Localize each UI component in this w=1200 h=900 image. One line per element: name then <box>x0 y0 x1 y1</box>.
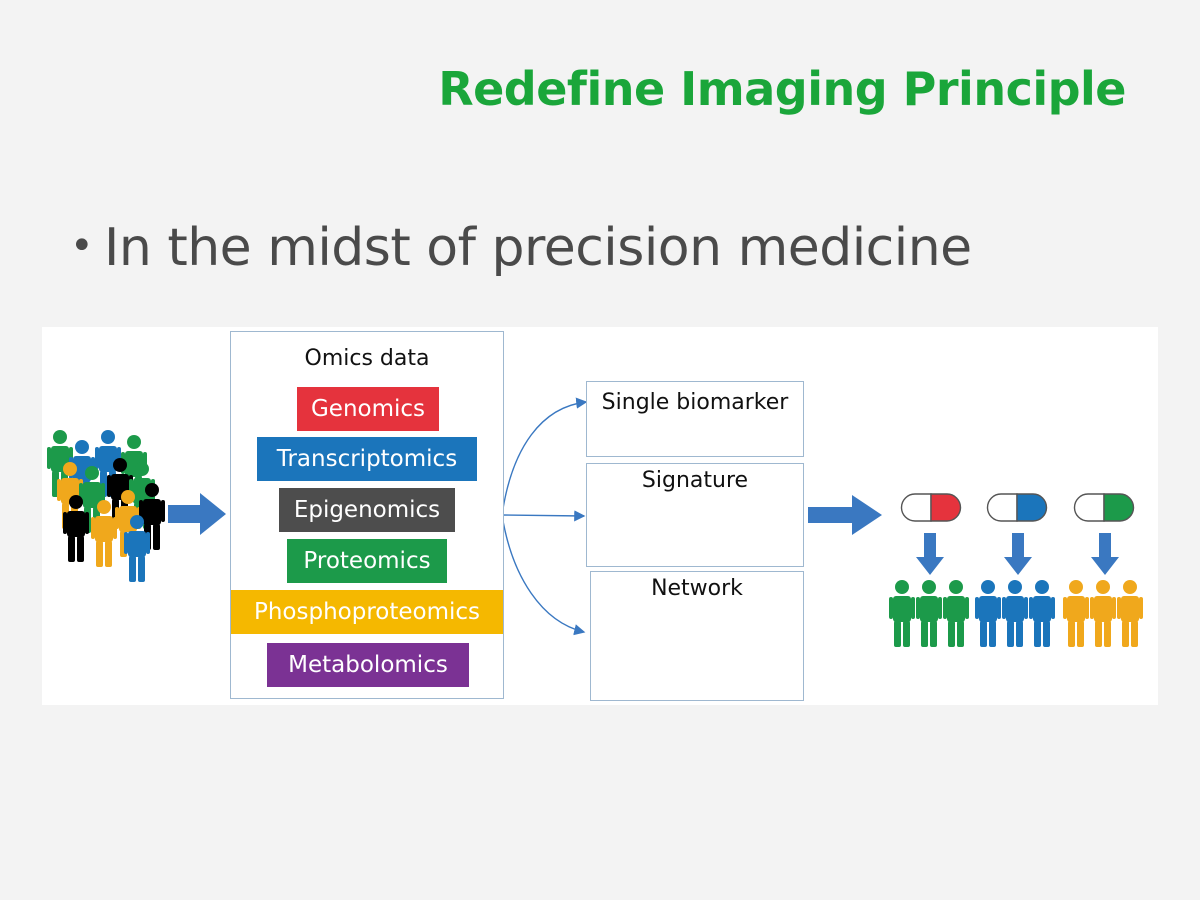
omics-data-box: Omics data Genomics Transcriptomics Epig… <box>230 331 504 699</box>
omics-genomics: Genomics <box>297 387 439 431</box>
bullet-text: In the midst of precision medicine <box>104 218 972 278</box>
arrow-down-orange-group-icon <box>1091 533 1119 575</box>
arrow-to-omics-icon <box>168 493 226 535</box>
capsule-blue-icon <box>986 493 1048 522</box>
precision-medicine-diagram: Omics data Genomics Transcriptomics Epig… <box>42 327 1158 705</box>
omics-transcriptomics: Transcriptomics <box>257 437 477 481</box>
patient-group-blue-icon <box>975 580 1055 647</box>
bullet-item: •In the midst of precision medicine <box>70 218 972 278</box>
signature-box: Signature <box>586 463 804 567</box>
network-box: Network <box>590 571 804 701</box>
capsule-red-icon <box>900 493 962 522</box>
omics-epigenomics: Epigenomics <box>279 488 455 532</box>
arrow-to-single-icon <box>501 397 588 516</box>
patient-group-orange-icon <box>1063 580 1143 647</box>
single-biomarker-label: Single biomarker <box>601 390 789 415</box>
single-biomarker-box: Single biomarker <box>586 381 804 457</box>
network-label: Network <box>651 576 743 601</box>
arrow-down-green-group-icon <box>916 533 944 575</box>
omics-proteomics: Proteomics <box>287 539 447 583</box>
omics-metabolomics: Metabolomics <box>267 643 469 687</box>
capsule-green-icon <box>1073 493 1135 522</box>
arrow-to-network-icon <box>501 514 586 636</box>
arrow-down-blue-group-icon <box>1004 533 1032 575</box>
signature-label: Signature <box>641 468 749 493</box>
omics-data-title: Omics data <box>304 346 430 371</box>
slide-title: Redefine Imaging Principle <box>438 62 1126 116</box>
population-crowd-icon <box>47 430 165 582</box>
arrow-to-therapy-icon <box>808 495 882 535</box>
bullet-dot-icon: • <box>70 223 94 269</box>
arrow-to-signature-icon <box>501 510 586 522</box>
omics-phosphoproteomics: Phosphoproteomics <box>231 590 503 634</box>
patient-group-green-icon <box>889 580 969 647</box>
